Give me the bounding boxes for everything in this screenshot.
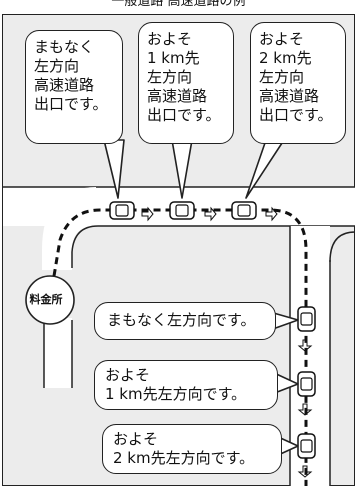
car-road-3 <box>297 433 316 459</box>
car-highway-3 <box>231 201 257 220</box>
highway-bubble-2: およそ 1 km先 左方向 高速道路 出口です。 <box>138 22 234 144</box>
road-bubble-3: およそ 2 km先左方向です。 <box>102 424 282 474</box>
bubble-line: 2 km先 <box>259 49 312 67</box>
car-road-2 <box>297 371 316 397</box>
bubble-line: 高速道路 <box>34 76 95 94</box>
general-road-curve <box>329 231 356 263</box>
bubble-line: およそ <box>113 430 159 448</box>
car-highway-1 <box>109 201 135 220</box>
bubble-line: およそ <box>105 366 151 384</box>
bubble-line: 出口です。 <box>34 95 108 113</box>
highway-bubble-3: およそ 2 km先 左方向 高速道路 出口です。 <box>250 22 346 144</box>
bubble-line: およそ <box>259 30 305 48</box>
bubble-line: 出口です。 <box>147 106 221 124</box>
bubble-line: 2 km先左方向です。 <box>113 449 255 467</box>
highway-bubble-1: まもなく 左方向 高速道路 出口です。 <box>25 30 123 144</box>
bubble-line: 高速道路 <box>259 87 320 105</box>
lower-road <box>44 318 72 388</box>
diagram-caption: 一般道路 高速道路の例 <box>111 0 246 9</box>
bubble-line: およそ <box>147 30 193 48</box>
bubble-line: まもなく左方向です。 <box>107 311 256 329</box>
car-road-1 <box>297 306 316 332</box>
car-highway-2 <box>169 201 195 220</box>
bubble-line: 左方向 <box>259 68 305 86</box>
road-bubble-2: およそ 1 km先左方向です。 <box>94 360 278 410</box>
toll-gate-circle <box>25 275 75 325</box>
bubble-line: 1 km先左方向です。 <box>105 385 247 403</box>
exit-ramp-edge-inner <box>71 225 270 268</box>
route-line <box>52 208 308 486</box>
bubble-line: 左方向 <box>34 57 80 75</box>
bubble-line: まもなく <box>34 38 95 56</box>
road-bubble-1: まもなく左方向です。 <box>94 302 276 340</box>
toll-gate-label: 料金所 <box>29 293 63 306</box>
bubble-line: 出口です。 <box>259 106 333 124</box>
bubble-line: 1 km先 <box>147 49 200 67</box>
bubble-line: 高速道路 <box>147 87 208 105</box>
turn-arrow-icon <box>141 206 313 478</box>
bubble-line: 左方向 <box>147 68 193 86</box>
